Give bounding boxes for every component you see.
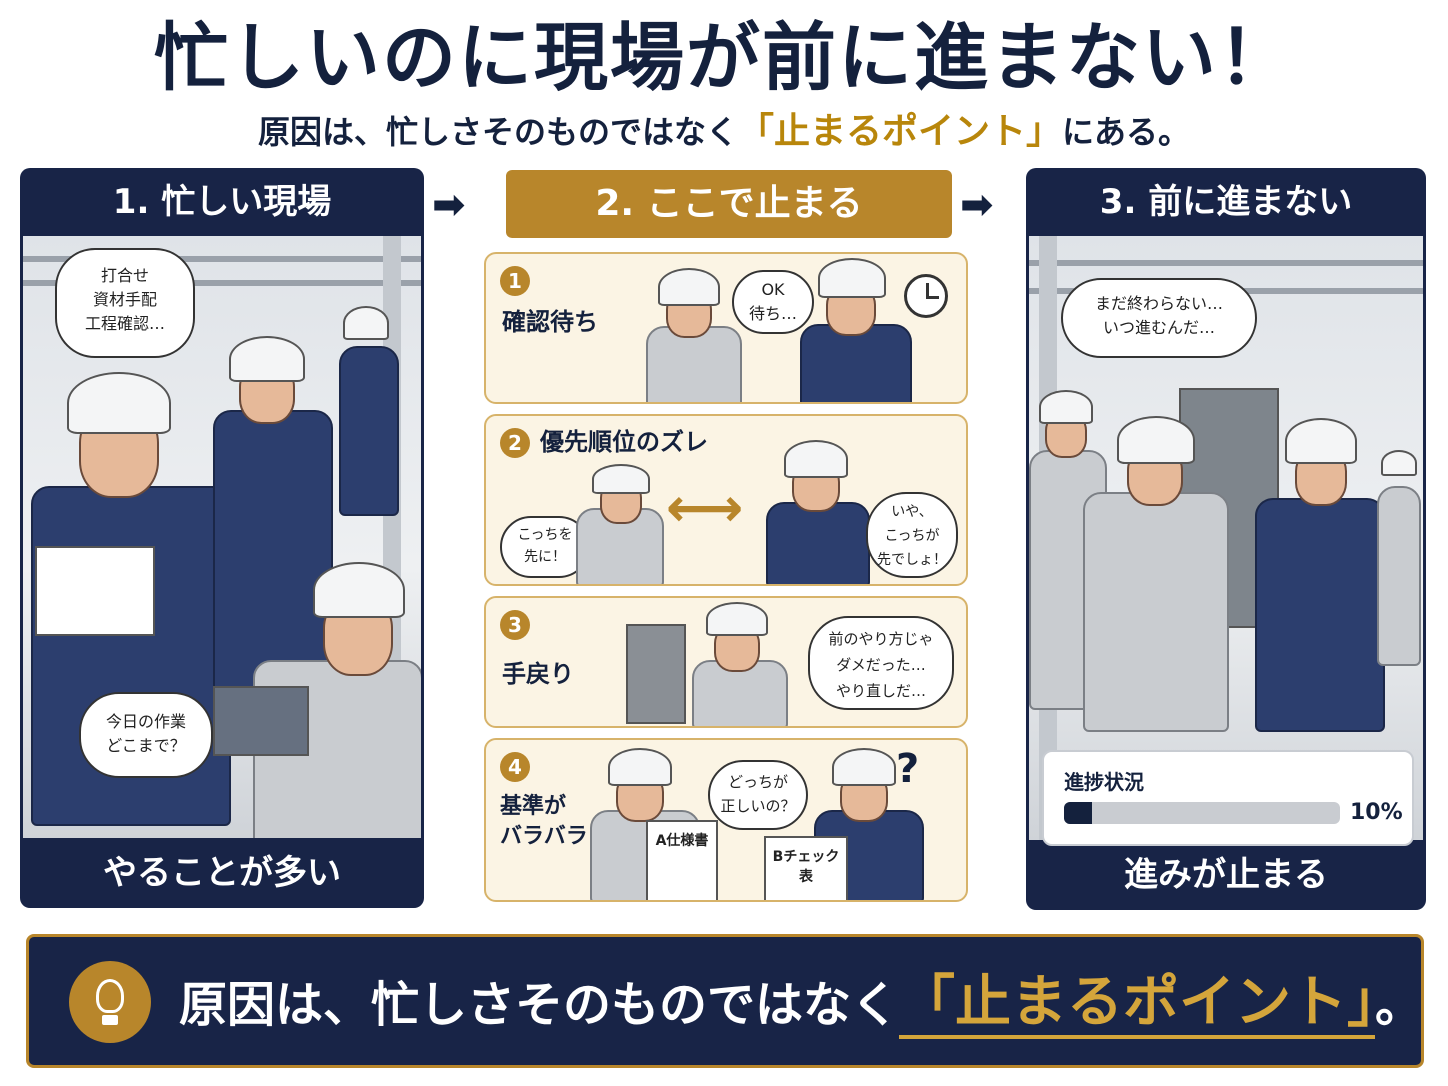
tablet — [213, 686, 309, 756]
page-title: 忙しいのに現場が前に進まない！ — [154, 15, 1294, 101]
banner-highlight: 「止まるポイント」 — [899, 970, 1376, 1039]
bubble-not-finished: まだ終わらない…いつ進むんだ… — [1061, 278, 1257, 358]
subtitle-pre: 原因は、忙しさそのものではなく — [257, 113, 738, 151]
ceiling-beam — [1029, 260, 1423, 266]
bubble-redo: 前のやり方じゃダメだった…やり直しだ… — [808, 616, 954, 710]
step-label: 手戻り — [502, 660, 574, 688]
spec-document-a: A仕様書 — [646, 820, 718, 900]
ceiling-pipe — [23, 280, 421, 286]
progress-bar — [1064, 802, 1340, 824]
step-number: 3 — [500, 610, 530, 640]
step-rework: 3 手戻り 前のやり方じゃダメだった…やり直しだ… — [484, 596, 968, 728]
bubble-which-correct: どっちが正しいの？ — [708, 760, 808, 830]
checklist-document-b: Bチェック表 — [764, 836, 848, 900]
step-number: 2 — [500, 428, 530, 458]
worker-checking-watch — [1083, 412, 1233, 732]
bubble-today-work: 今日の作業どこまで？ — [79, 692, 213, 778]
bubble-tasks: 打合せ資材手配工程確認… — [55, 248, 195, 358]
subtitle-highlight: 「止まるポイント」 — [737, 111, 1062, 152]
bubble-no-this-first: いや、こっちが先でしょ！ — [866, 492, 958, 578]
subtitle-post: にある。 — [1062, 113, 1191, 151]
banner-text-pre: 原因は、忙しさそのものではなく — [179, 977, 900, 1033]
step-label: 確認待ち — [502, 308, 598, 336]
worker-with-tablet — [213, 556, 421, 838]
progress-label: 進捗状況 — [1064, 770, 1144, 794]
panel1-illustration: 打合せ資材手配工程確認… 今日の作業どこまで？ — [23, 236, 421, 838]
progress-percent: 10% — [1350, 800, 1403, 825]
panel3-title: 3. 前に進まない — [1099, 182, 1353, 222]
arrow-right-icon: ➡ — [432, 182, 466, 228]
background-worker — [1377, 450, 1423, 670]
banner-message: 原因は、忙しさそのものではなく「止まるポイント」。 — [179, 965, 1423, 1043]
panel3-illustration: まだ終わらない…いつ進むんだ… — [1029, 236, 1423, 840]
page-subtitle: 原因は、忙しさそのものではなく「止まるポイント」にある。 — [0, 108, 1448, 156]
worker-on-ladder — [333, 306, 413, 546]
progress-card: 進捗状況 10% — [1042, 750, 1414, 846]
ceiling-beam — [23, 256, 421, 262]
bottom-banner: 原因は、忙しさそのものではなく「止まるポイント」。 — [26, 934, 1424, 1068]
step-number: 4 — [500, 752, 530, 782]
panel1-footer: やることが多い — [103, 853, 341, 893]
worker-pointing-left — [576, 464, 666, 584]
banner-text-post: 。 — [1375, 977, 1424, 1033]
step-label: 優先順位のズレ — [540, 428, 708, 456]
step-priority-mismatch: 2 優先順位のズレ こっちを先に！ ⟷ いや、こっちが先でしょ！ — [484, 414, 968, 586]
supervisor-arms-crossed — [796, 254, 916, 402]
worker-scratching-head — [686, 602, 796, 726]
arrow-right-icon: ➡ — [960, 182, 994, 228]
worker-with-tablet — [640, 264, 750, 402]
clock-icon — [904, 274, 948, 318]
step-inconsistent-standards: 4 基準がバラバラ A仕様書 どっちが正しいの？ Bチェック表 ? — [484, 738, 968, 902]
electrical-panel — [626, 624, 686, 724]
question-mark-icon: ? — [896, 746, 920, 792]
panel-busy-site: 1. 忙しい現場 打合せ資材手配工程確認… — [20, 168, 424, 908]
step-number: 1 — [500, 266, 530, 296]
panel1-title: 1. 忙しい現場 — [112, 182, 332, 222]
lightbulb-icon — [69, 961, 151, 1043]
panel3-footer: 進みが止まる — [1124, 855, 1328, 895]
step-label: 基準がバラバラ — [500, 794, 588, 849]
progress-fill — [1064, 802, 1092, 824]
double-arrow-icon: ⟷ — [666, 476, 744, 539]
panel2-title: 2. ここで止まる — [506, 170, 952, 238]
supervisor-arms-crossed — [1255, 412, 1391, 732]
supervisor-pointing-right — [766, 438, 876, 584]
blueprint — [35, 546, 155, 636]
panel-no-progress: 3. 前に進まない まだ終わらない…いつ進むんだ… 進みが止まる — [1026, 168, 1426, 910]
bubble-this-first: こっちを先に！ — [500, 516, 590, 578]
